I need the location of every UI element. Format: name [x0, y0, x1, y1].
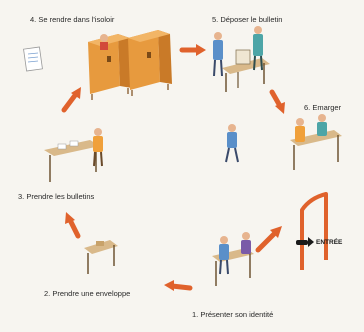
identity-check-illustration — [212, 232, 254, 286]
assessor-identity — [241, 232, 251, 254]
arrow-entrance-to-step1 — [255, 226, 282, 253]
envelope-table-illustration — [84, 240, 118, 274]
voter-depositing — [213, 32, 223, 77]
label-step1: 1. Présenter son identité — [192, 310, 274, 319]
ballot-table-illustration — [44, 128, 103, 182]
arrow-step4-to-step5 — [179, 44, 206, 56]
voting-booths-illustration — [23, 30, 172, 100]
label-step3: 3. Prendre les bulletins — [18, 192, 95, 201]
label-entrance: ENTRÉE — [316, 239, 343, 246]
ballot-poster — [23, 46, 43, 72]
walking-voter — [225, 124, 239, 163]
assessor-signing — [317, 114, 327, 136]
entrance-hand-icon — [296, 237, 314, 247]
voter-signing — [295, 118, 305, 142]
arrow-step2-to-step3 — [65, 212, 81, 239]
label-step6: 6. Emarger — [304, 103, 342, 112]
ballot-box-illustration — [213, 26, 270, 92]
voter-taking-ballots — [93, 128, 103, 167]
label-step5: 5. Déposer le bulletin — [212, 15, 283, 24]
booth-right — [128, 30, 172, 96]
person-entering-booth — [100, 34, 108, 50]
booth-left — [88, 34, 132, 100]
entrance-arch — [296, 192, 328, 270]
signing-table-illustration — [290, 114, 342, 170]
flow-arrows — [61, 44, 285, 291]
arrow-step1-to-step2 — [164, 280, 193, 291]
label-step2: 2. Prendre une enveloppe — [44, 289, 131, 298]
arrow-step5-to-step6 — [269, 89, 285, 114]
voter-presenting-id — [219, 236, 229, 275]
assessor-ballot-box — [253, 26, 263, 71]
arrow-step3-to-step4 — [61, 87, 81, 113]
label-step4: 4. Se rendre dans l'isoloir — [30, 15, 115, 24]
